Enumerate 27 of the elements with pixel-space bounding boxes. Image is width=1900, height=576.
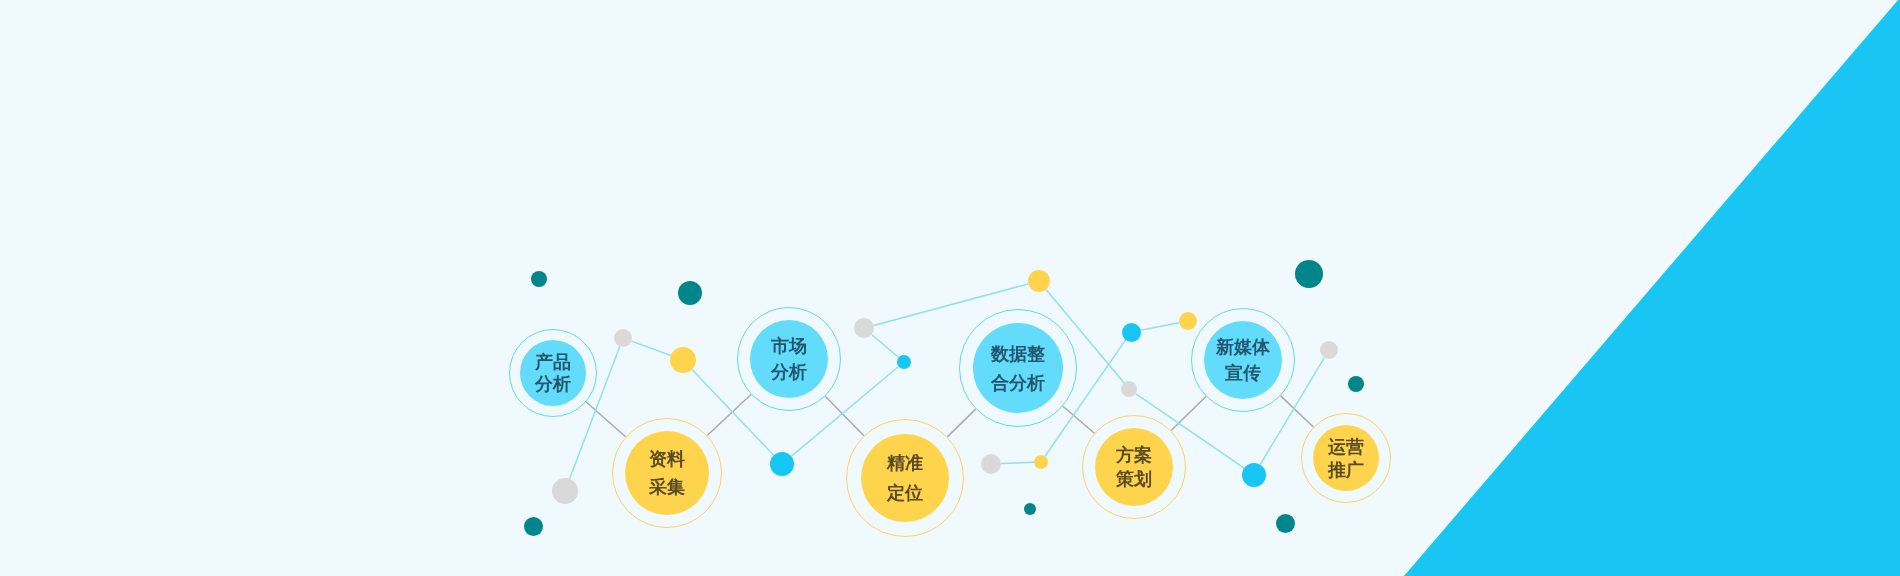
connector-line bbox=[585, 401, 627, 438]
connector-line bbox=[1134, 392, 1245, 469]
connector-line bbox=[706, 393, 752, 437]
connector-line bbox=[824, 395, 865, 437]
connector-line bbox=[568, 345, 621, 480]
node-text: 方案策划 bbox=[1115, 443, 1153, 491]
connector-line bbox=[1045, 288, 1125, 384]
node-text: 新媒体宣传 bbox=[1215, 335, 1271, 385]
node-text: 数据整合分析 bbox=[990, 342, 1046, 395]
connector-line bbox=[691, 368, 775, 457]
connector-line bbox=[1279, 395, 1315, 428]
connector-line bbox=[946, 408, 977, 438]
connector-line bbox=[1259, 356, 1326, 466]
node-text: 资料采集 bbox=[648, 447, 686, 499]
connector-line bbox=[790, 365, 900, 458]
connector-line bbox=[1170, 395, 1207, 432]
node-text: 运营推广 bbox=[1327, 435, 1365, 481]
connector-line bbox=[630, 340, 672, 357]
connector-line bbox=[1044, 339, 1127, 457]
connector-line bbox=[872, 283, 1030, 327]
connector-line bbox=[1139, 321, 1180, 331]
connector-line bbox=[1062, 405, 1096, 434]
connector-line bbox=[1000, 461, 1035, 465]
node-text: 精准定位 bbox=[885, 451, 924, 505]
node-text: 市场分析 bbox=[770, 334, 808, 384]
connector-line bbox=[870, 333, 900, 359]
node-text: 产品分析 bbox=[534, 351, 572, 395]
